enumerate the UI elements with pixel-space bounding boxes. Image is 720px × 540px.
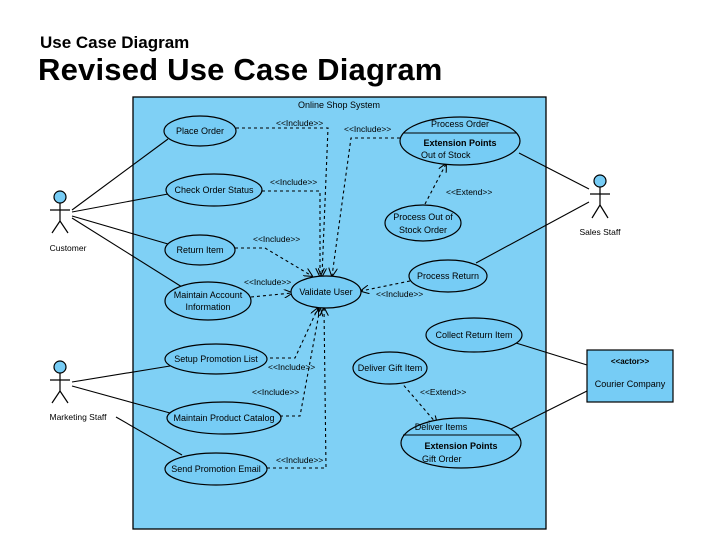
svg-text:Maintain Account: Maintain Account bbox=[174, 290, 243, 300]
customer-head-icon bbox=[53, 190, 67, 204]
assoc-marketing-setup-promo bbox=[71, 365, 171, 383]
svg-text:Gift Order: Gift Order bbox=[422, 454, 462, 464]
svg-text:Extension Points: Extension Points bbox=[423, 138, 496, 148]
courier-stereotype: <<actor>> bbox=[611, 357, 650, 366]
assoc-marketing-email bbox=[115, 416, 183, 456]
usecase-maintain-account-information[interactable]: Maintain Account Information bbox=[164, 281, 252, 321]
assoc-customer-maintain-account bbox=[71, 217, 183, 288]
assoc-sales-process-order bbox=[518, 152, 590, 190]
actor-courier-company[interactable]: <<actor>> Courier Company bbox=[586, 349, 674, 403]
actor-sales-staff[interactable]: Sales Staff bbox=[580, 174, 622, 237]
usecase-validate-user[interactable]: Validate User bbox=[290, 275, 362, 309]
label-include-return-item: <<Include>> bbox=[253, 234, 300, 244]
label-include-place-order: <<Include>> bbox=[276, 118, 323, 128]
courier-label: Courier Company bbox=[595, 379, 666, 389]
actor-marketing-staff[interactable]: Marketing Staff bbox=[49, 360, 107, 422]
usecase-place-order[interactable]: Place Order bbox=[163, 115, 237, 147]
include-process-order bbox=[332, 137, 400, 276]
label-include-check-status: <<Include>> bbox=[270, 177, 317, 187]
svg-text:Deliver Gift Item: Deliver Gift Item bbox=[358, 363, 423, 373]
include-return-item bbox=[235, 247, 312, 276]
marketing-staff-head-icon bbox=[53, 360, 67, 374]
label-extend-out-of-stock: <<Extend>> bbox=[446, 187, 492, 197]
svg-text:Send Promotion Email: Send Promotion Email bbox=[171, 464, 261, 474]
label-include-process-return: <<Include>> bbox=[376, 289, 423, 299]
svg-text:Process Return: Process Return bbox=[417, 271, 479, 281]
sales-staff-head-icon bbox=[593, 174, 607, 188]
svg-text:Out of Stock: Out of Stock bbox=[421, 150, 471, 160]
extend-out-of-stock bbox=[424, 164, 446, 205]
usecase-send-promotion-email[interactable]: Send Promotion Email bbox=[164, 452, 268, 486]
system-name: Online Shop System bbox=[298, 100, 380, 110]
assoc-customer-check-status bbox=[71, 193, 169, 213]
include-send-email bbox=[267, 308, 326, 469]
label-extend-gift-item: <<Extend>> bbox=[420, 387, 466, 397]
include-maintain-account bbox=[250, 293, 292, 297]
label-include-maintain-account: <<Include>> bbox=[244, 277, 291, 287]
include-setup-promo bbox=[270, 308, 318, 359]
actor-customer[interactable]: Customer bbox=[50, 190, 87, 253]
svg-text:Stock Order: Stock Order bbox=[399, 225, 447, 235]
usecase-process-out-of-stock-order[interactable]: Process Out of Stock Order bbox=[384, 204, 462, 242]
svg-text:Return Item: Return Item bbox=[176, 245, 223, 255]
include-place-order bbox=[236, 127, 329, 276]
include-process-return bbox=[361, 280, 411, 291]
label-include-process-order: <<Include>> bbox=[344, 124, 391, 134]
svg-text:Process Out of: Process Out of bbox=[393, 212, 453, 222]
svg-text:Setup Promotion List: Setup Promotion List bbox=[174, 354, 258, 364]
assoc-sales-process-return bbox=[475, 201, 590, 264]
include-catalog bbox=[280, 308, 320, 417]
svg-text:Check Order Status: Check Order Status bbox=[174, 185, 254, 195]
usecase-process-return[interactable]: Process Return bbox=[408, 259, 488, 293]
svg-text:Maintain Product Catalog: Maintain Product Catalog bbox=[173, 413, 274, 423]
actor-sales-staff-label: Sales Staff bbox=[580, 227, 622, 237]
svg-text:Deliver Items: Deliver Items bbox=[415, 422, 468, 432]
usecase-return-item[interactable]: Return Item bbox=[164, 234, 236, 266]
svg-text:Process Order: Process Order bbox=[431, 119, 489, 129]
assoc-customer-return-item bbox=[71, 215, 169, 245]
svg-text:Validate User: Validate User bbox=[299, 287, 352, 297]
actor-marketing-staff-label: Marketing Staff bbox=[49, 412, 107, 422]
assoc-marketing-catalog bbox=[71, 385, 171, 414]
usecase-check-order-status[interactable]: Check Order Status bbox=[165, 173, 263, 207]
assoc-customer-place-order bbox=[71, 138, 169, 211]
usecase-deliver-items[interactable]: Deliver Items Extension Points Gift Orde… bbox=[400, 417, 522, 469]
svg-text:Information: Information bbox=[185, 302, 230, 312]
label-include-catalog: <<Include>> bbox=[252, 387, 299, 397]
diagram-subtitle: Use Case Diagram bbox=[40, 33, 190, 52]
include-check-status bbox=[262, 190, 320, 276]
usecase-deliver-gift-item[interactable]: Deliver Gift Item bbox=[352, 351, 428, 385]
label-include-setup-promo: <<Include>> bbox=[268, 362, 315, 372]
usecase-setup-promotion-list[interactable]: Setup Promotion List bbox=[164, 343, 268, 375]
diagram-title: Revised Use Case Diagram bbox=[38, 52, 443, 87]
usecase-maintain-product-catalog[interactable]: Maintain Product Catalog bbox=[166, 401, 282, 435]
assoc-courier-collect bbox=[515, 342, 588, 366]
assoc-courier-deliver bbox=[508, 390, 588, 431]
svg-text:Place Order: Place Order bbox=[176, 126, 224, 136]
usecase-collect-return-item[interactable]: Collect Return Item bbox=[425, 317, 523, 353]
svg-text:Collect Return Item: Collect Return Item bbox=[435, 330, 512, 340]
actor-customer-label: Customer bbox=[50, 243, 87, 253]
label-include-send-email: <<Include>> bbox=[276, 455, 323, 465]
svg-text:Extension Points: Extension Points bbox=[424, 441, 497, 451]
usecase-process-order[interactable]: Process Order Extension Points Out of St… bbox=[399, 116, 521, 166]
